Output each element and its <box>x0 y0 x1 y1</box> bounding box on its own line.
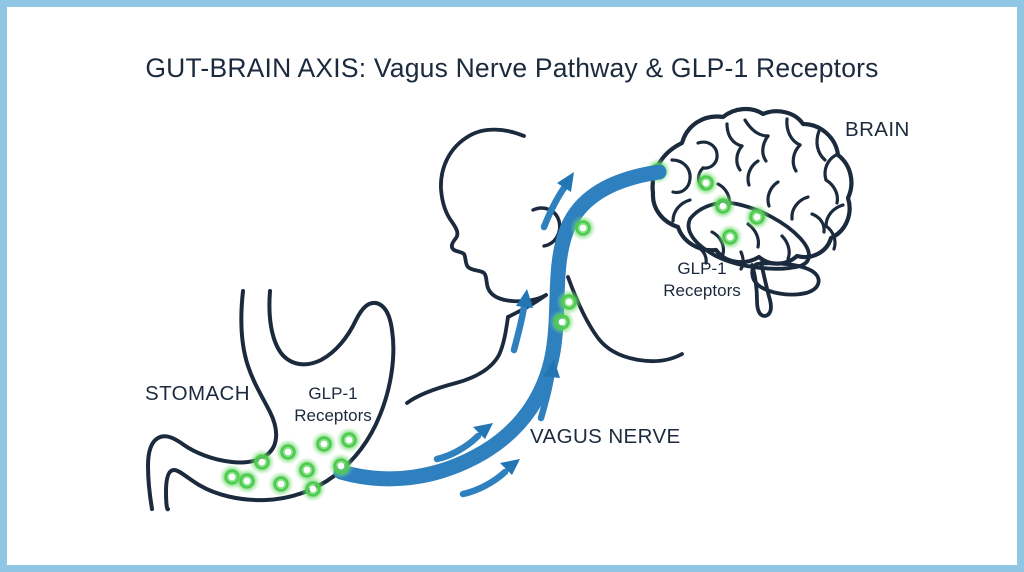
vagus-nerve-label: VAGUS NERVE <box>530 425 681 448</box>
page-title: GUT-BRAIN AXIS: Vagus Nerve Pathway & GL… <box>145 53 878 83</box>
receptor-dot <box>549 309 575 335</box>
receptor-dot <box>744 204 770 230</box>
stomach-receptors-label-line1: GLP-1 <box>308 384 357 403</box>
receptor-dot <box>234 468 260 494</box>
receptor-dot <box>268 471 294 497</box>
receptor-dot <box>300 476 326 502</box>
arrow-head <box>540 172 574 231</box>
receptor-dot <box>328 453 354 479</box>
receptor-dot <box>717 224 743 250</box>
receptor-dot <box>710 193 736 219</box>
receptor-dot <box>570 215 596 241</box>
brain-illustration <box>645 106 854 318</box>
stomach-label: STOMACH <box>145 382 250 405</box>
brain-receptors-label-line2: Receptors <box>663 281 740 300</box>
receptor-dot <box>311 431 337 457</box>
arrow-stomach-upper <box>433 423 493 463</box>
arrow-neck-lower <box>537 359 560 422</box>
stomach-receptors-label-line2: Receptors <box>294 406 371 425</box>
stomach-illustration <box>146 289 396 512</box>
brain-receptors-label-line1: GLP-1 <box>677 259 726 278</box>
receptor-dot <box>336 427 362 453</box>
receptor-dot <box>275 439 301 465</box>
signal-direction-arrows <box>433 172 574 498</box>
arrow-neck-upper <box>510 289 533 354</box>
vagus-nerve-pathway <box>328 164 667 487</box>
receptor-dot <box>693 170 719 196</box>
arrow-stomach-lower <box>459 459 520 498</box>
brain-label: BRAIN <box>845 118 910 141</box>
